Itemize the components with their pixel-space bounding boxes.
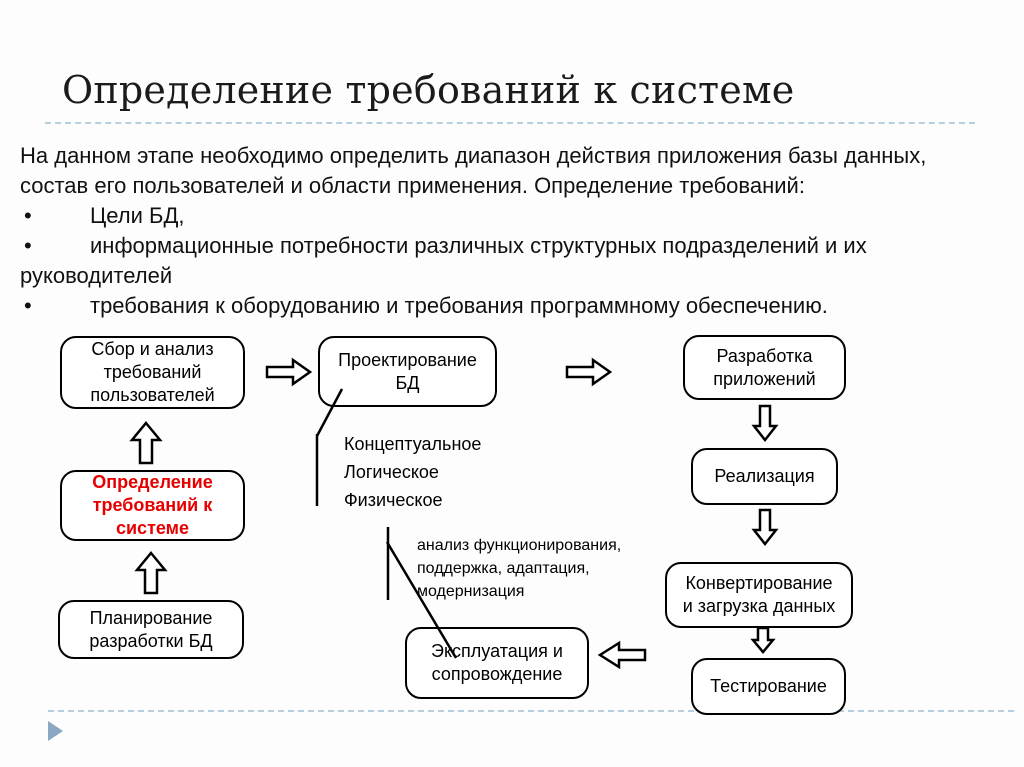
flowchart-box-gather-requirements: Сбор и анализ требований пользователей bbox=[60, 336, 245, 409]
block-arrow-down-icon bbox=[750, 626, 776, 654]
flowchart-box-data-conversion: Конвертирование и загрузка данных bbox=[665, 562, 853, 628]
flowchart-box-db-design: Проектирование БД bbox=[318, 336, 497, 407]
slide-title: Определение требований к системе bbox=[62, 68, 795, 112]
bullet-text: информационные потребности различных стр… bbox=[90, 233, 867, 258]
annotation-design-levels: Концептуальное Логическое Физическое bbox=[344, 434, 482, 510]
block-arrow-right-icon bbox=[565, 357, 613, 387]
bullet-marker: • bbox=[24, 233, 32, 258]
block-arrow-up-icon bbox=[134, 551, 168, 595]
block-arrow-down-icon bbox=[751, 404, 779, 443]
bullet-marker: • bbox=[24, 293, 32, 318]
bullet-item: • информационные потребности различных ст… bbox=[20, 231, 1014, 261]
annotation-maintenance-tasks: анализ функционирования, поддержка, адап… bbox=[417, 537, 622, 600]
block-arrow-down-icon bbox=[751, 508, 779, 547]
block-arrow-right-icon bbox=[265, 357, 313, 387]
bullet-marker: • bbox=[24, 203, 32, 228]
flowchart-box-operation-maintenance: Эксплуатация и сопровождение bbox=[405, 627, 589, 699]
flowchart-box-realization: Реализация bbox=[691, 448, 838, 505]
bullet-continuation-line: руководителей bbox=[20, 263, 173, 288]
block-arrow-up-icon bbox=[129, 421, 163, 465]
block-arrow-left-icon bbox=[597, 640, 647, 670]
title-underline-dashed bbox=[45, 122, 975, 124]
footer-divider-dashed bbox=[48, 710, 1014, 712]
flowchart-box-db-planning: Планирование разработки БД bbox=[58, 600, 244, 659]
body-paragraph: На данном этапе необходимо определить ди… bbox=[20, 141, 1014, 321]
flowchart-box-testing: Тестирование bbox=[691, 658, 846, 715]
bullet-text: требования к оборудованию и требования п… bbox=[90, 293, 828, 318]
paragraph-line: состав его пользователей и области приме… bbox=[20, 173, 805, 198]
bullet-text: Цели БД, bbox=[90, 203, 185, 228]
paragraph-line: На данном этапе необходимо определить ди… bbox=[20, 143, 927, 168]
flowchart-box-app-development: Разработка приложений bbox=[683, 335, 846, 400]
bullet-item: • требования к оборудованию и требования … bbox=[20, 291, 1014, 321]
slide-marker-triangle-icon bbox=[48, 721, 63, 741]
flowchart-box-system-requirements-highlighted: Определение требований к системе bbox=[60, 470, 245, 541]
bullet-item: • Цели БД, bbox=[20, 201, 1014, 231]
